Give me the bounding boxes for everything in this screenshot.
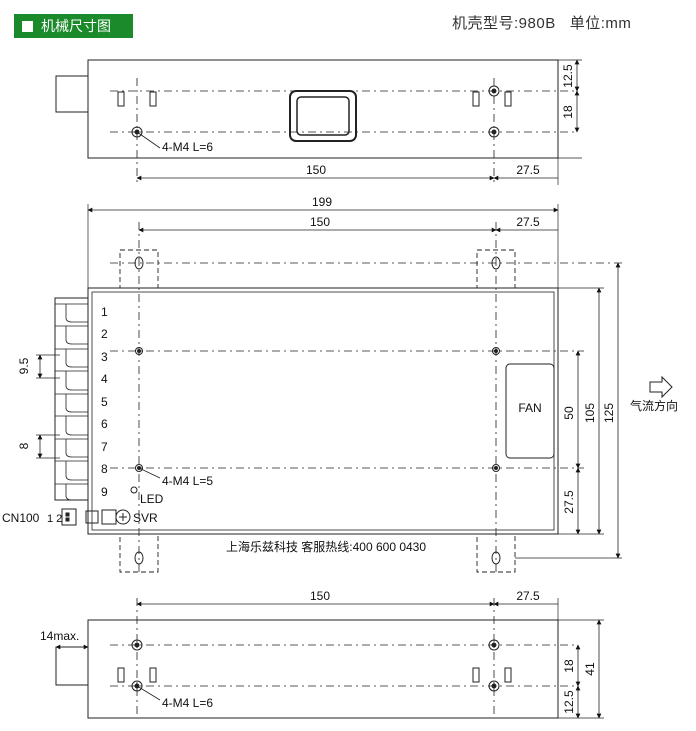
bottom-dim-width: 150: [310, 589, 330, 603]
top-dim-width: 150: [306, 163, 326, 177]
terminal-number: 7: [101, 440, 108, 454]
top-dim-height: 18: [561, 105, 575, 119]
bottom-dim-14max: 14max.: [40, 629, 79, 643]
screw-hole: [492, 464, 500, 472]
bottom-dim-41: 41: [583, 662, 597, 676]
top-dim-top: 12.5: [561, 64, 575, 88]
bottom-view: [55, 598, 604, 719]
bottom-slot: [472, 667, 480, 683]
top-view: [55, 59, 582, 185]
screw-hole: [488, 639, 500, 651]
bottom-slot: [504, 667, 512, 683]
terminal-number: 4: [101, 372, 108, 386]
leader-line: [136, 685, 161, 701]
section-title: 机械尺寸图: [41, 18, 111, 34]
terminal-block: [54, 297, 89, 501]
screw-hole: [491, 683, 497, 689]
front-dim-width: 150: [310, 215, 330, 229]
terminal-number: 8: [101, 462, 108, 476]
top-slot: [149, 91, 157, 107]
svr-label: SVR: [133, 511, 158, 525]
front-view: [36, 204, 673, 573]
front-dim-125: 125: [602, 403, 616, 423]
front-dim-total: 199: [312, 195, 332, 209]
airflow-arrow-icon: [649, 375, 673, 399]
front-screw-label: 4-M4 L=5: [162, 474, 213, 488]
front-dim-105: 105: [583, 403, 597, 423]
model-label: 机壳型号:980B: [452, 15, 556, 32]
terminal-rows: [55, 303, 88, 501]
screw-hole: [491, 88, 497, 94]
top-body: [87, 59, 559, 159]
terminal-number: 5: [101, 395, 108, 409]
screw-hole: [135, 464, 143, 472]
header-info: 机壳型号:980B 单位:mm: [452, 12, 631, 33]
mount-tab: [476, 249, 516, 289]
bottom-slot: [117, 667, 125, 683]
front-dim-gap: 8: [17, 442, 31, 449]
cn100-pin: [65, 512, 70, 517]
screw-hole: [491, 129, 497, 135]
front-dim-50: 50: [562, 406, 576, 420]
screw-hole: [135, 347, 143, 355]
fan-block: [505, 363, 555, 459]
terminal-number: 9: [101, 485, 108, 499]
leader-line: [138, 467, 161, 479]
terminal-number: 1: [101, 305, 108, 319]
bottom-slot: [149, 667, 157, 683]
screw-hole: [131, 639, 143, 651]
screw-hole: [494, 466, 498, 470]
company-label: 上海乐兹科技 客服热线:400 600 0430: [226, 539, 426, 554]
screw-hole: [488, 126, 500, 138]
screw-hole: [488, 680, 500, 692]
screw-hole: [492, 347, 500, 355]
leader-line: [136, 131, 161, 149]
airflow-label: 气流方向: [630, 398, 678, 413]
cn100-label: CN100: [2, 511, 40, 525]
top-window-inner: [296, 96, 350, 136]
top-window-outer: [289, 90, 357, 142]
fan-label: FAN: [518, 401, 541, 415]
bottom-screw-label: 4-M4 L=6: [162, 696, 213, 710]
front-dim-pitch: 9.5: [17, 357, 31, 374]
screw-hole: [491, 642, 497, 648]
top-screw-label: 4-M4 L=6: [162, 140, 213, 154]
top-dim-side: 27.5: [516, 163, 540, 177]
svr-body: [85, 510, 99, 524]
screw-hole: [131, 680, 143, 692]
cn100-pin: [65, 517, 70, 522]
screw-hole: [488, 85, 500, 97]
section-title-tag: 机械尺寸图: [14, 14, 133, 38]
top-slot: [472, 91, 480, 107]
top-slot: [117, 91, 125, 107]
bottom-dim-side: 27.5: [516, 589, 540, 603]
front-dim-side: 27.5: [516, 215, 540, 229]
terminal-labels: 1 2 3 4 5 6 7 8 9: [101, 305, 108, 499]
bottom-dim-12-5: 12.5: [562, 690, 576, 714]
unit-label: 单位:mm: [569, 15, 632, 32]
screw-hole: [137, 349, 141, 353]
top-connector: [55, 75, 89, 113]
front-dim-27-5: 27.5: [562, 490, 576, 514]
svr-cross: [119, 513, 127, 521]
terminal-number: 3: [101, 350, 108, 364]
front-body: [87, 287, 559, 535]
top-slot: [504, 91, 512, 107]
square-icon: [22, 21, 33, 32]
bottom-body: [87, 619, 559, 719]
bottom-connector: [55, 646, 89, 686]
svr-screw: [115, 509, 131, 525]
terminal-number: 2: [101, 327, 108, 341]
mount-tab: [119, 249, 159, 289]
screw-hole: [131, 126, 143, 138]
terminal-number: 6: [101, 417, 108, 431]
bottom-dim-18: 18: [562, 659, 576, 673]
screw-hole: [494, 349, 498, 353]
cn100-connector: [61, 508, 77, 526]
led-label: LED: [140, 492, 164, 506]
screw-hole: [134, 642, 140, 648]
cn100-pins-label: 1 2: [47, 513, 62, 525]
led-indicator: [130, 486, 138, 494]
